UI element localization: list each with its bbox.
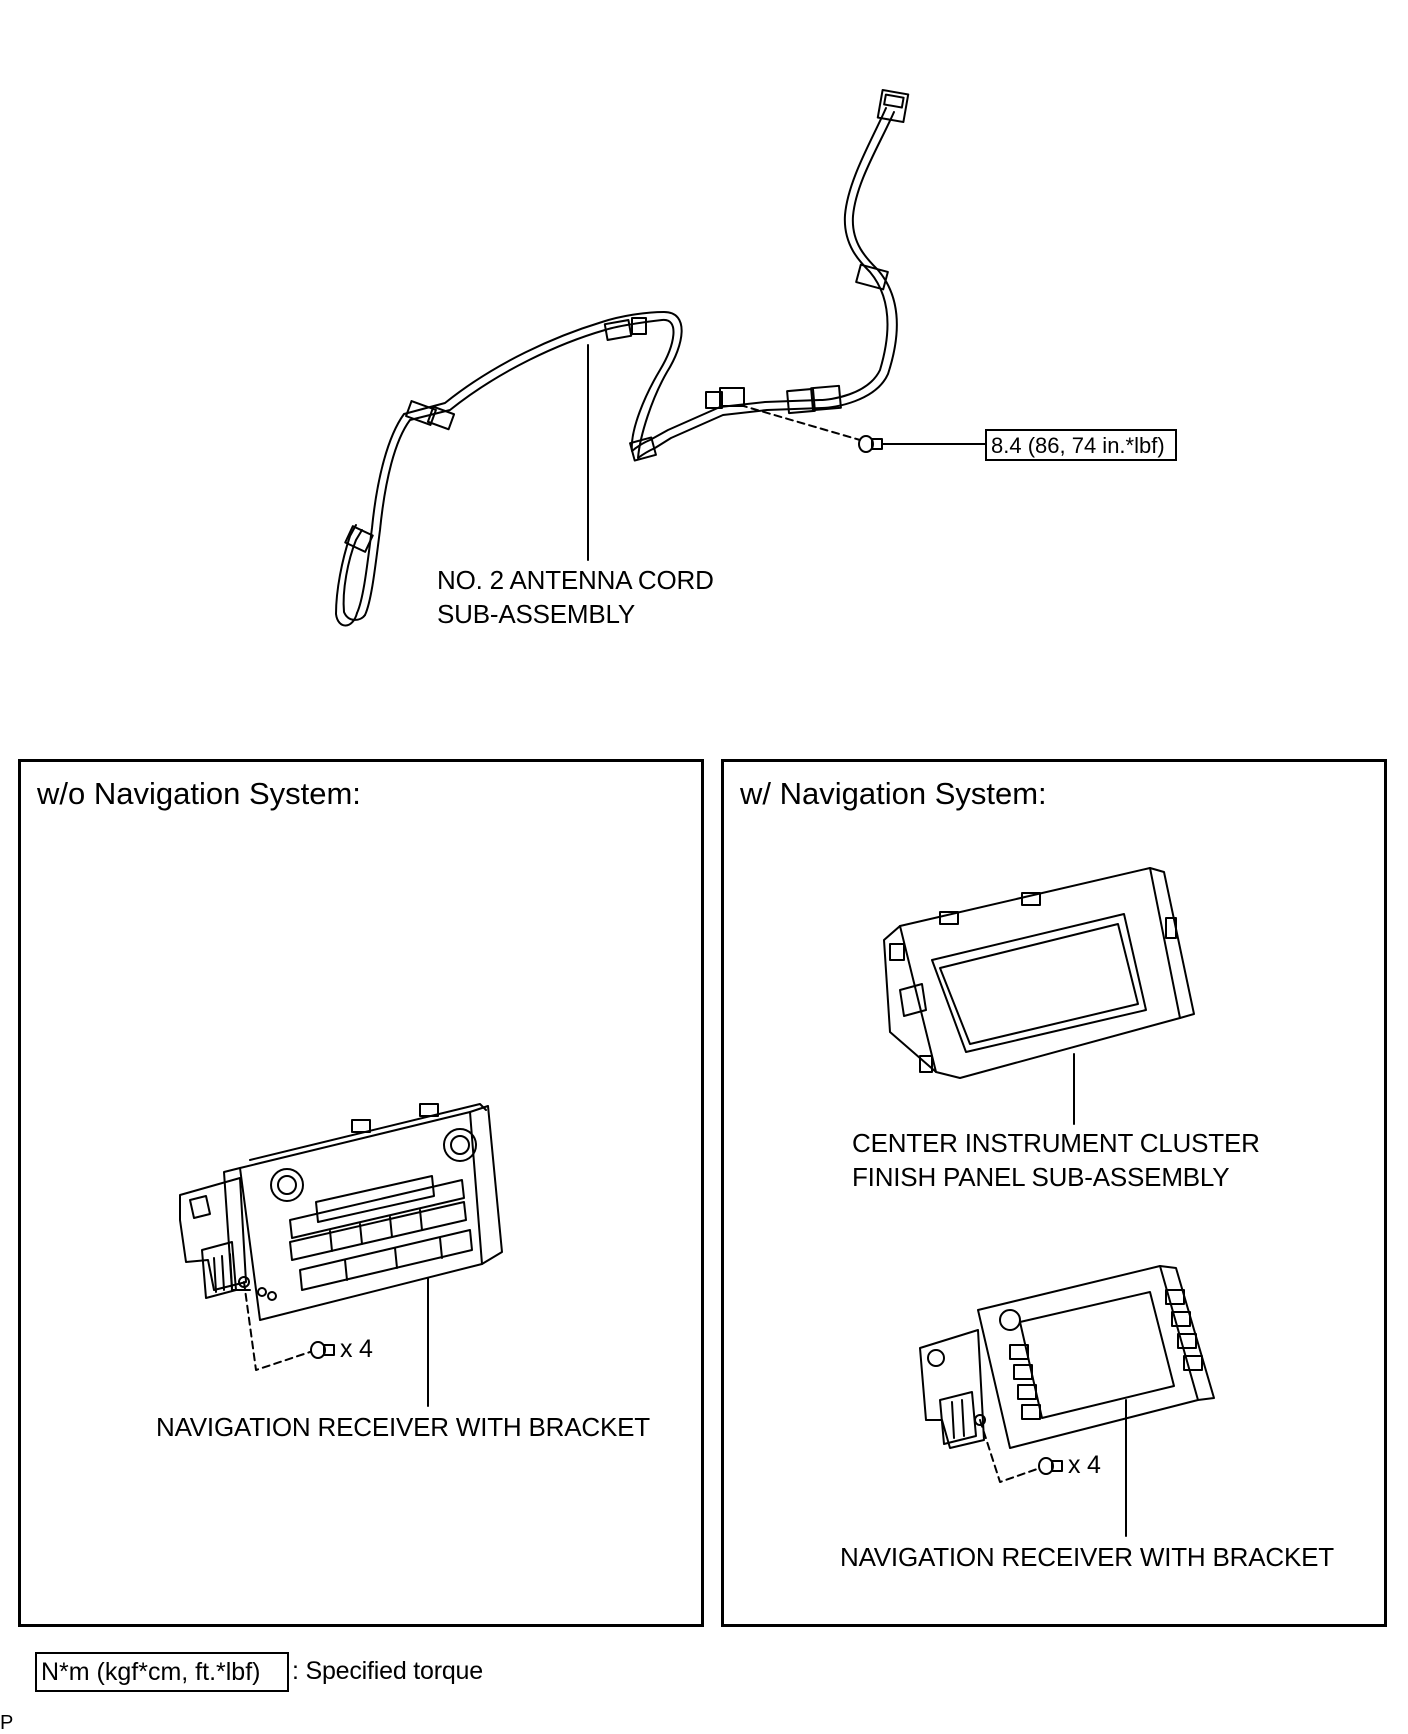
antenna-label-line1: NO. 2 ANTENNA CORD <box>437 565 714 595</box>
nav-receiver-label: NAVIGATION RECEIVER WITH BRACKET <box>840 1542 1334 1572</box>
antenna-label-line2: SUB-ASSEMBLY <box>437 599 635 629</box>
left-bolt-icon <box>310 1341 335 1359</box>
left-bolt-qty: x 4 <box>340 1335 373 1363</box>
antenna-label: NO. 2 ANTENNA CORD SUB-ASSEMBLY <box>437 563 714 631</box>
corner-code: P <box>0 1712 14 1734</box>
panel-right-title: w/ Navigation System: <box>740 776 1047 811</box>
finish-panel-label-line1: CENTER INSTRUMENT CLUSTER <box>852 1128 1260 1158</box>
right-bolt-icon <box>1038 1457 1063 1475</box>
panel-with-navigation: w/ Navigation System: <box>721 759 1387 1627</box>
right-bolt-qty: x 4 <box>1068 1451 1101 1479</box>
antenna-torque-box: 8.4 (86, 74 in.*lbf) <box>985 429 1177 461</box>
antenna-bolt-dashed-line <box>739 404 861 441</box>
torque-unit-legend-box: N*m (kgf*cm, ft.*lbf) <box>35 1652 289 1692</box>
radio-receiver-artwork <box>179 1103 503 1321</box>
left-receiver-label: NAVIGATION RECEIVER WITH BRACKET <box>156 1412 650 1442</box>
nav-receiver-artwork <box>919 1265 1215 1449</box>
finish-panel-label-line2: FINISH PANEL SUB-ASSEMBLY <box>852 1162 1230 1192</box>
antenna-bolt-icon <box>858 435 986 453</box>
left-bolt-dashed-line <box>243 1281 311 1371</box>
panel-left-title: w/o Navigation System: <box>37 776 361 811</box>
finish-panel-artwork <box>883 867 1195 1079</box>
right-bolt-dashed-line <box>979 1419 1041 1483</box>
torque-legend-description: : Specified torque <box>292 1657 483 1685</box>
antenna-cord <box>335 88 910 627</box>
finish-panel-label: CENTER INSTRUMENT CLUSTER FINISH PANEL S… <box>852 1126 1260 1194</box>
panel-without-navigation: w/o Navigation System: <box>18 759 704 1627</box>
